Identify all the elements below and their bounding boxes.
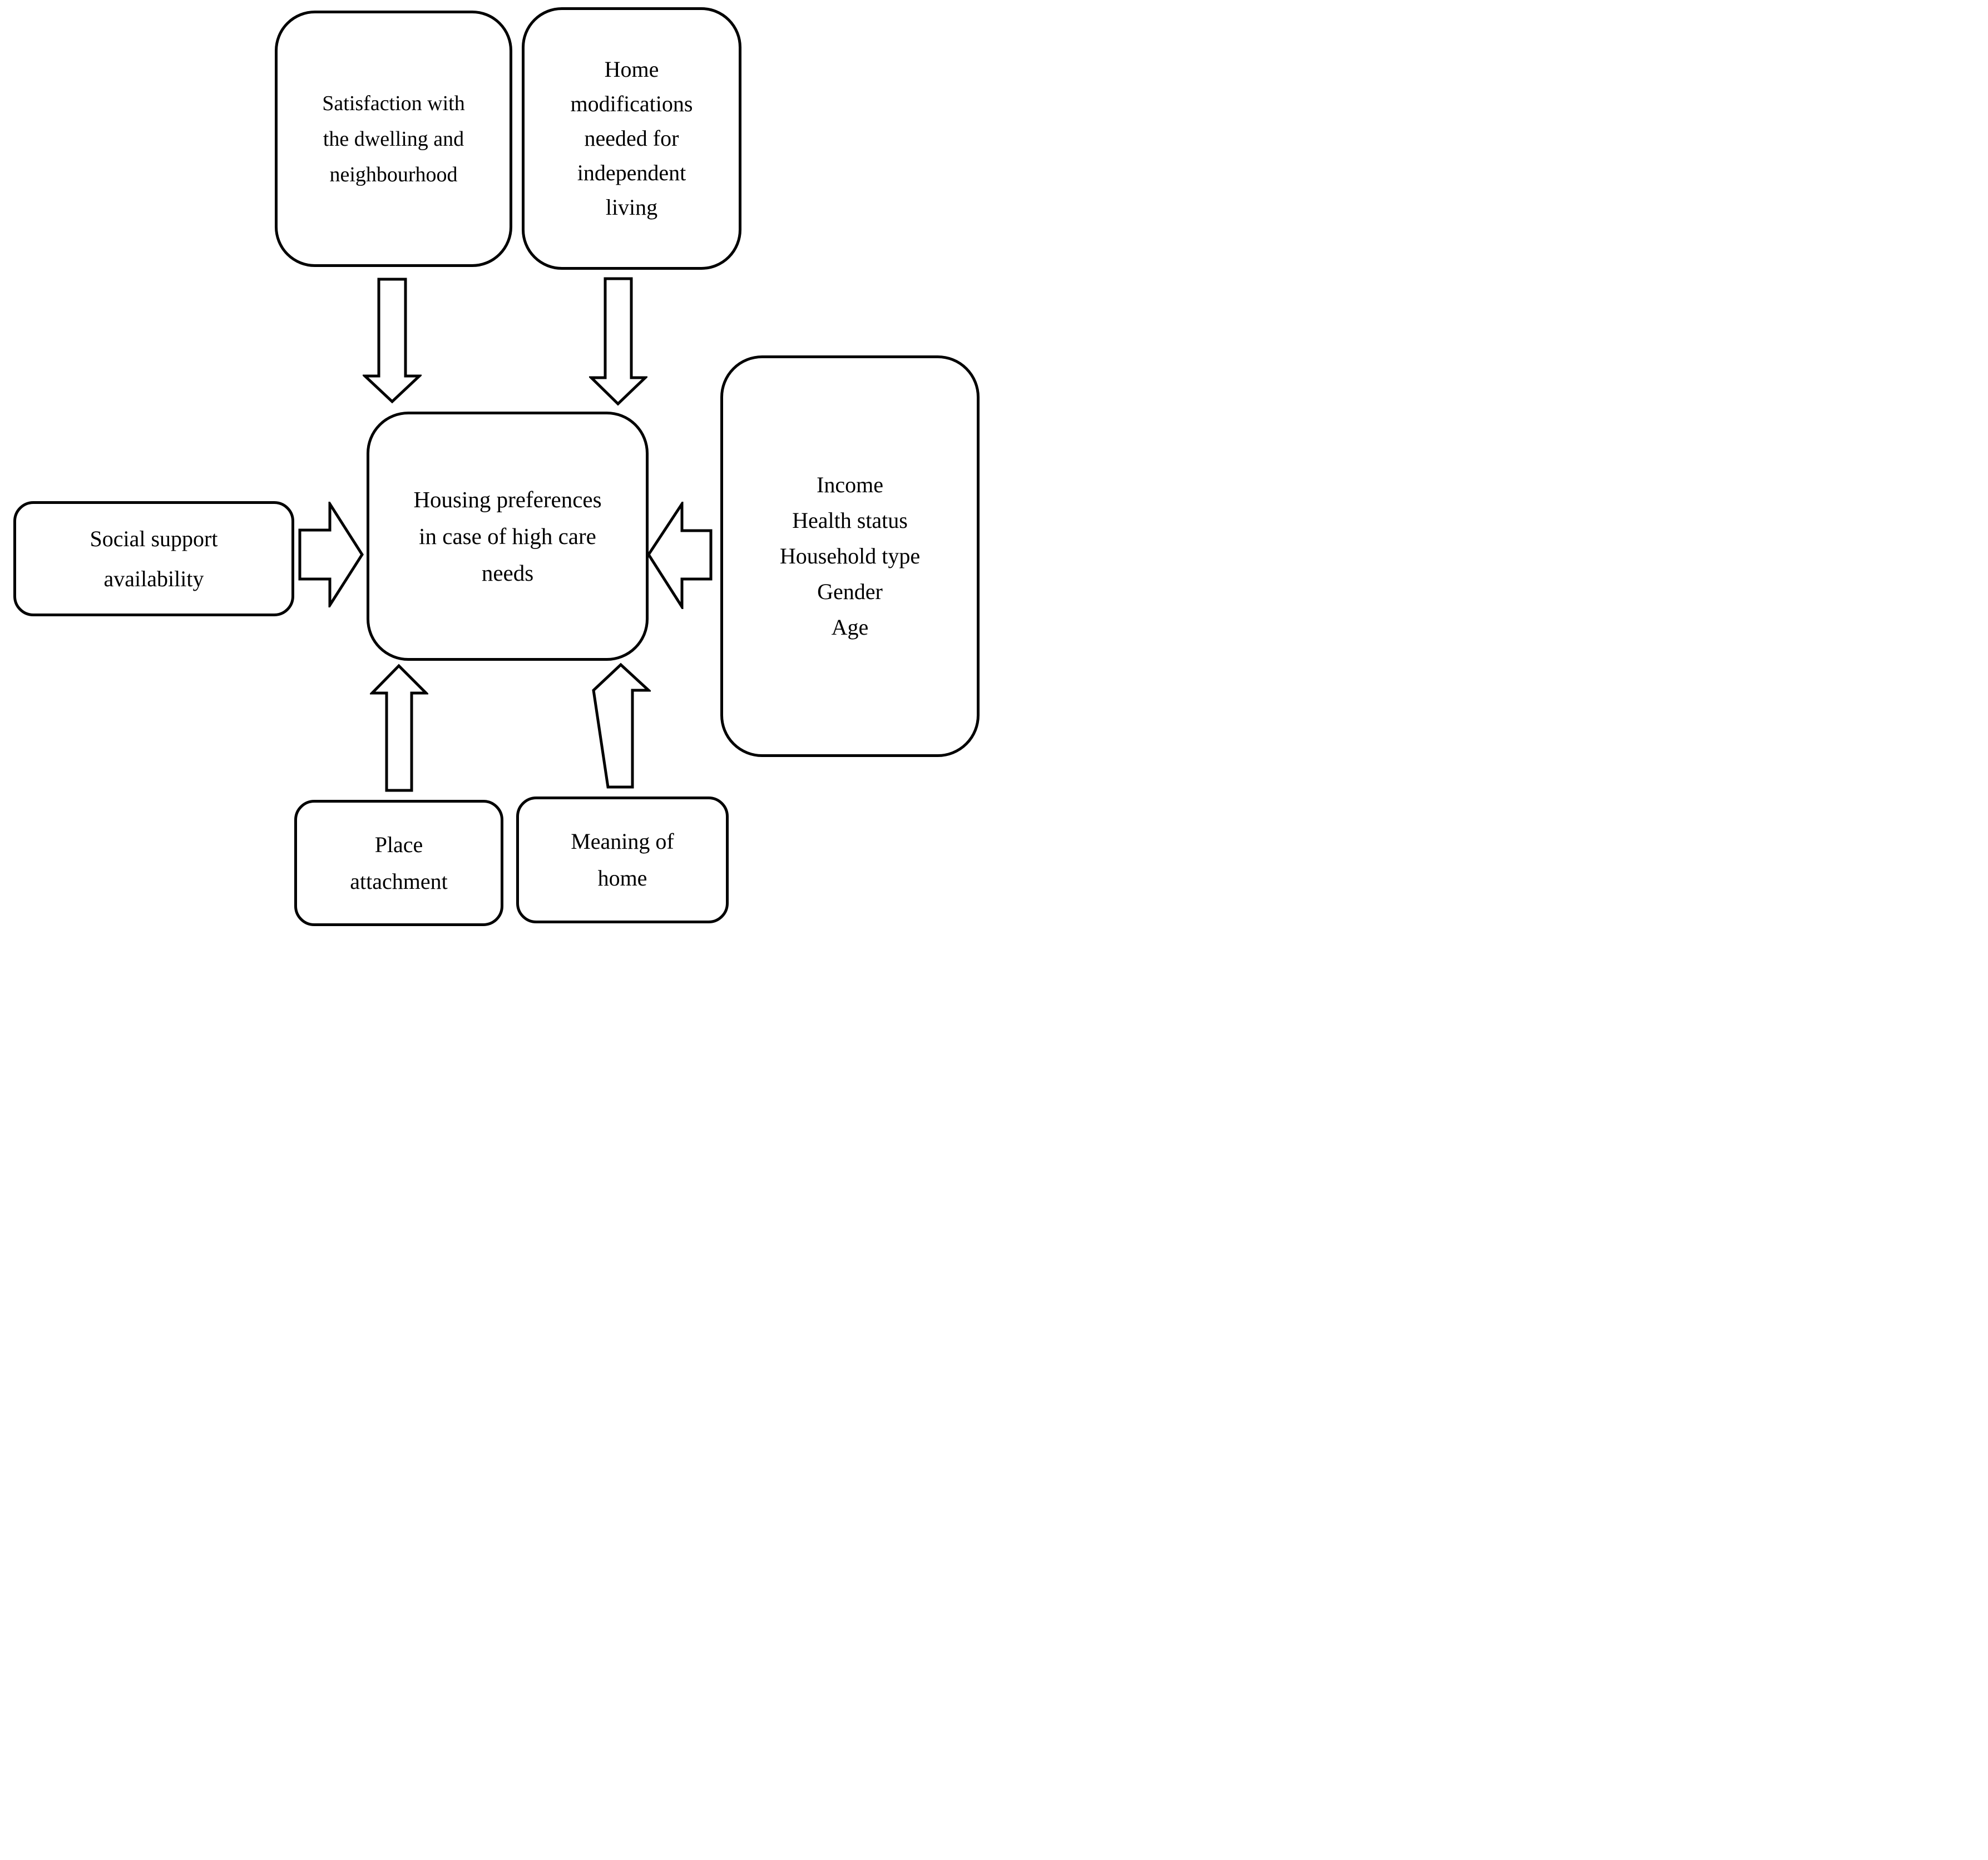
meaning-of-home-to-housing-arrow xyxy=(592,662,651,789)
box-text-line: needed for xyxy=(584,126,679,151)
box-text-line: Age xyxy=(831,615,869,640)
satisfaction-to-housing-arrow xyxy=(363,278,422,404)
box-satisfaction-dwelling-neighbourhood: Satisfaction with the dwelling and neigh… xyxy=(275,11,512,267)
box-place-attachment: Place attachment xyxy=(294,800,503,926)
box-text-line: Income xyxy=(817,472,883,497)
box-text-line: Health status xyxy=(792,508,908,533)
home-modifications-to-housing-arrow xyxy=(589,277,647,406)
box-text-line: attachment xyxy=(350,868,448,894)
box-text-line: Household type xyxy=(779,543,921,568)
box-home-modifications: Home modifications needed for independen… xyxy=(522,7,741,270)
conceptual-model-diagram: Satisfaction with the dwelling and neigh… xyxy=(0,0,994,930)
box-text-line: Satisfaction with xyxy=(322,91,465,115)
demographics-to-housing-arrow xyxy=(647,502,713,609)
box-text-line: living xyxy=(605,195,658,220)
box-text-line: the dwelling and xyxy=(323,127,464,151)
box-text-line: modifications xyxy=(570,91,693,116)
box-social-support: Social support availability xyxy=(13,501,294,616)
box-text-line: Meaning of xyxy=(571,829,674,854)
box-meaning-of-home: Meaning of home xyxy=(516,797,729,923)
box-text-line: home xyxy=(597,865,647,891)
social-support-to-housing-arrow xyxy=(298,502,364,607)
box-text-line: Social support xyxy=(90,526,218,551)
place-attachment-to-housing-arrow xyxy=(370,664,428,792)
box-text-line: availability xyxy=(103,566,204,591)
box-housing-preferences: Housing preferences in case of high care… xyxy=(367,412,649,661)
box-text-line: Housing preferences xyxy=(413,487,602,512)
box-text-line: independent xyxy=(577,160,686,185)
box-demographics: Income Health status Household type Gend… xyxy=(720,355,980,757)
box-text-line: Gender xyxy=(817,579,883,604)
box-text-line: neighbourhood xyxy=(329,162,458,186)
box-text-line: in case of high care xyxy=(419,523,596,549)
box-text-line: needs xyxy=(481,560,534,586)
box-text-line: Place xyxy=(374,832,423,857)
box-text-line: Home xyxy=(604,57,659,82)
